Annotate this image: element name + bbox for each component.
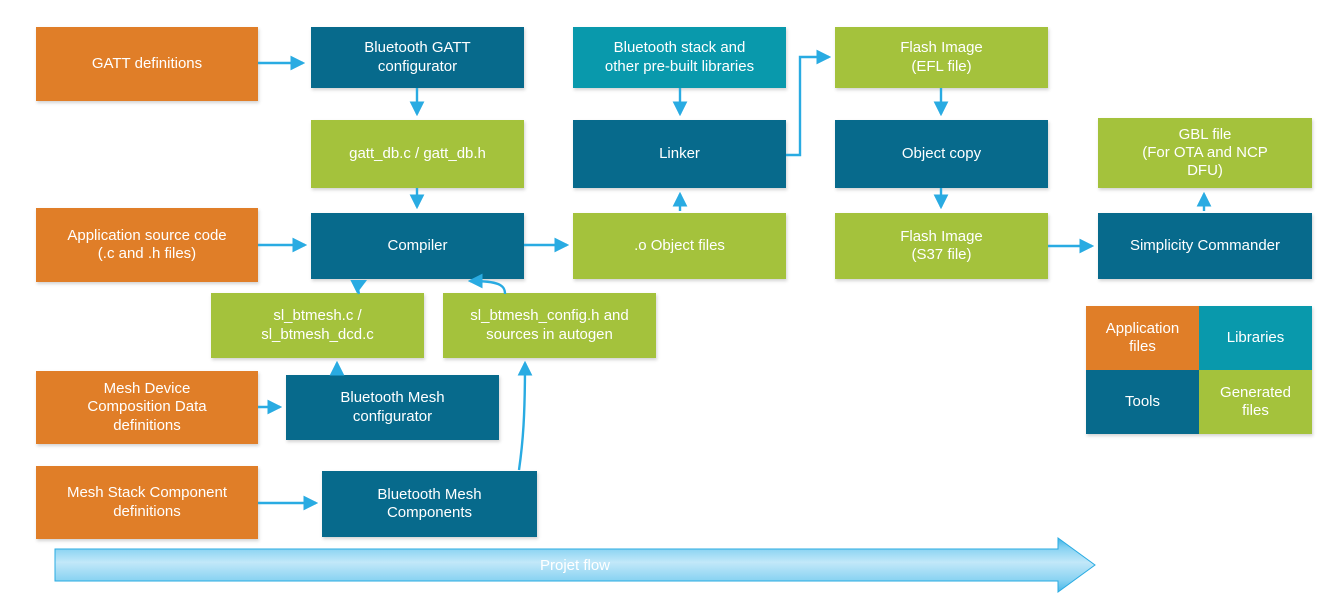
node-sl-btmesh-c: sl_btmesh.c / sl_btmesh_dcd.c (211, 293, 424, 358)
connector-mesh-components-to-sl-btmesh-config (517, 360, 533, 471)
legend-tools: Tools (1086, 370, 1199, 434)
legend-libraries: Libraries (1199, 306, 1312, 370)
node-object-copy: Object copy (835, 120, 1048, 188)
node-application-source-code: Application source code (.c and .h files… (36, 208, 258, 282)
connector-linker-to-flash-efl (786, 49, 832, 157)
legend-application-files: Application files (1086, 306, 1199, 370)
node-mesh-stack-component-definitions: Mesh Stack Component definitions (36, 466, 258, 539)
node-mesh-device-composition-definitions: Mesh Device Composition Data definitions (36, 371, 258, 444)
node-flash-image-efl: Flash Image (EFL file) (835, 27, 1048, 88)
legend: Application files Libraries Tools Genera… (1086, 306, 1312, 434)
node-gatt-definitions: GATT definitions (36, 27, 258, 101)
node-simplicity-commander: Simplicity Commander (1098, 213, 1312, 279)
project-flow-label: Projet flow (540, 557, 610, 574)
node-bluetooth-mesh-components: Bluetooth Mesh Components (322, 471, 537, 537)
node-bluetooth-mesh-configurator: Bluetooth Mesh configurator (286, 375, 499, 440)
node-bluetooth-stack-libraries: Bluetooth stack and other pre-built libr… (573, 27, 786, 88)
node-bluetooth-gatt-configurator: Bluetooth GATT configurator (311, 27, 524, 88)
node-gbl-file: GBL file (For OTA and NCP DFU) (1098, 118, 1312, 188)
node-gatt-db: gatt_db.c / gatt_db.h (311, 120, 524, 188)
project-flow-arrow (54, 537, 1096, 593)
node-flash-image-s37: Flash Image (S37 file) (835, 213, 1048, 279)
legend-generated-files: Generated files (1199, 370, 1312, 434)
node-sl-btmesh-config: sl_btmesh_config.h and sources in autoge… (443, 293, 656, 358)
node-compiler: Compiler (311, 213, 524, 279)
node-o-object-files: .o Object files (573, 213, 786, 279)
node-linker: Linker (573, 120, 786, 188)
